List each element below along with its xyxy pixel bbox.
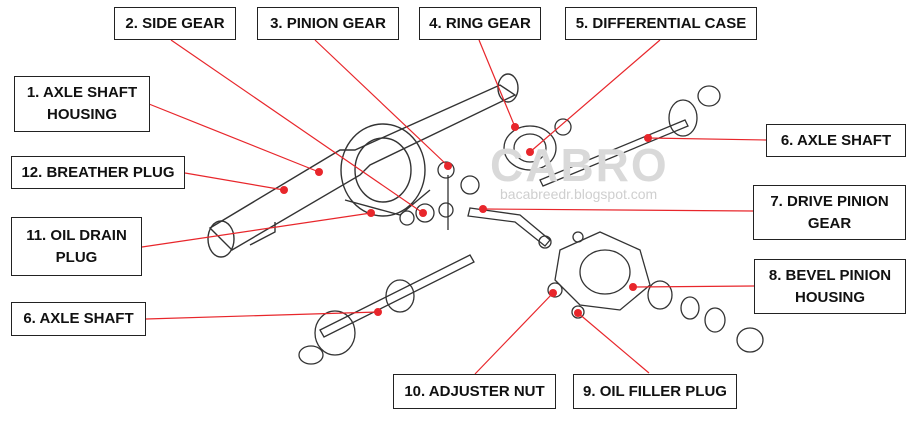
label-breather-plug: 12. BREATHER PLUG [11,156,185,189]
label-pinion-gear: 3. PINION GEAR [257,7,399,40]
label-side-gear: 2. SIDE GEAR [114,7,236,40]
label-adjuster-nut: 10. ADJUSTER NUT [393,374,556,409]
axle-housing-drawing [207,73,519,258]
label-oil-filler-plug: 9. OIL FILLER PLUG [573,374,737,409]
label-oil-drain-plug: 11. OIL DRAIN PLUG [11,217,142,276]
marker-axle-shaft-right [644,134,652,142]
label-drive-pinion-gear: 7. DRIVE PINION GEAR [753,185,906,240]
leader-drive-pinion-gear [482,208,754,212]
label-axle-shaft-right: 6. AXLE SHAFT [766,124,906,157]
marker-adjuster-nut [549,289,557,297]
marker-bevel-pinion-housing [629,283,637,291]
label-axle-shaft-left: 6. AXLE SHAFT [11,302,146,336]
marker-dots [280,123,652,317]
label-bevel-pinion-housing: 8. BEVEL PINION HOUSING [754,259,906,314]
marker-differential-case [526,148,534,156]
leader-ring-gear [478,39,516,128]
leader-differential-case [529,39,661,153]
watermark-url: bacabreedr.blogspot.com [500,186,658,202]
bevel-pinion-housing-drawing [547,231,764,353]
marker-side-gear [419,209,427,217]
axle-shafts-drawing [298,85,721,365]
leader-lines [141,39,767,375]
label-ring-gear: 4. RING GEAR [419,7,541,40]
leader-oil-filler-plug [577,312,650,374]
leader-bevel-pinion-housing [632,285,755,288]
leader-oil-drain-plug [141,212,372,248]
marker-pinion-gear [444,162,452,170]
differential-gears-drawing [399,118,572,249]
marker-ring-gear [511,123,519,131]
leader-axle-shaft-left [145,311,379,320]
watermark-logo: CABRO [490,139,669,191]
marker-oil-drain-plug [367,209,375,217]
marker-breather-plug [280,186,288,194]
marker-axle-shaft-housing [315,168,323,176]
leader-side-gear [170,39,424,214]
leader-pinion-gear [314,39,449,167]
marker-axle-shaft-left [374,308,382,316]
label-axle-shaft-housing: 1. AXLE SHAFT HOUSING [14,76,150,132]
marker-drive-pinion-gear [479,205,487,213]
leader-axle-shaft-housing [148,103,320,173]
leader-breather-plug [184,172,285,191]
label-differential-case: 5. DIFFERENTIAL CASE [565,7,757,40]
marker-oil-filler-plug [574,309,582,317]
leader-axle-shaft-right [647,137,767,141]
leader-adjuster-nut [474,292,554,375]
